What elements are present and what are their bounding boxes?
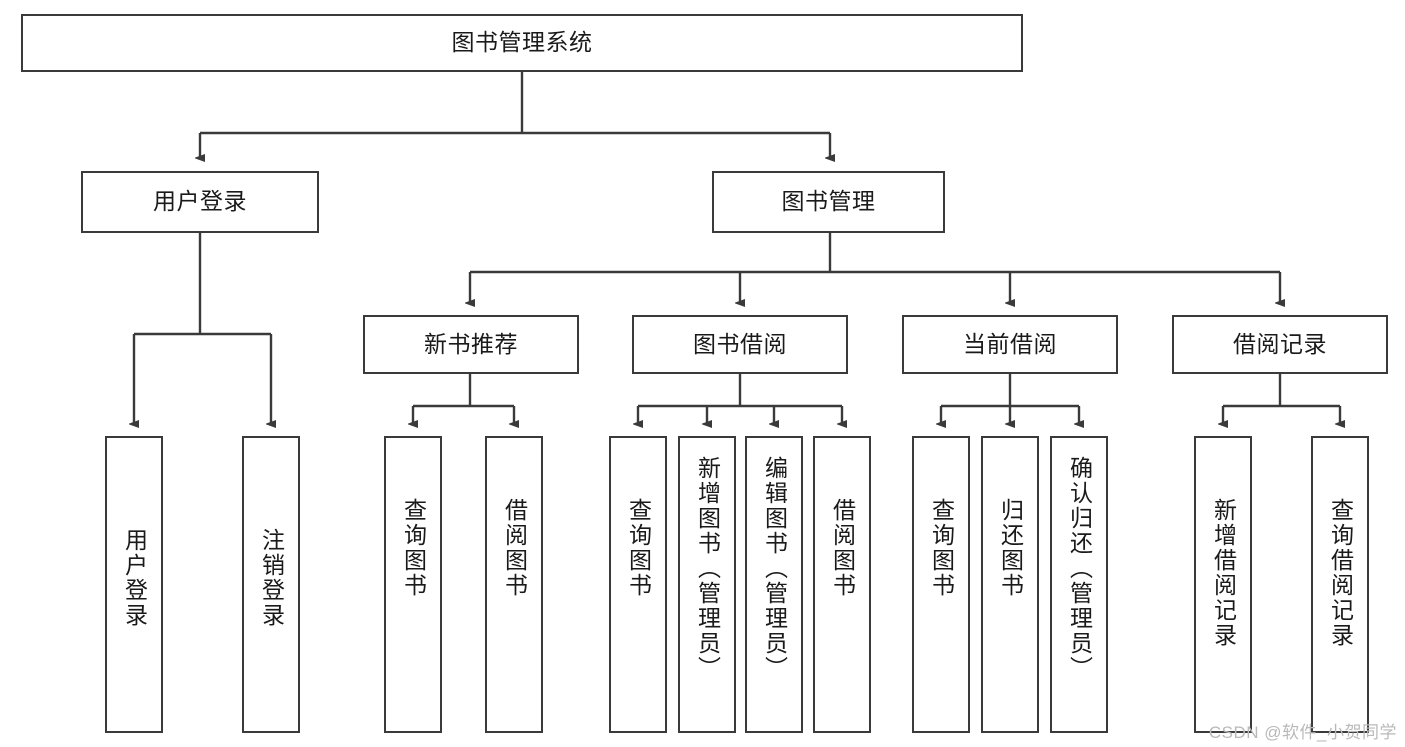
node-label: 图书管理 <box>781 188 876 215</box>
node-label: 编辑图书（管理员） <box>761 456 788 681</box>
node-label: 查询图书 <box>928 498 955 598</box>
node-borrow-records[interactable]: 借阅记录 <box>1172 315 1388 374</box>
node-book-borrowing[interactable]: 图书借阅 <box>632 315 848 374</box>
node-root-book-management-system[interactable]: 图书管理系统 <box>21 14 1023 72</box>
node-label: 借阅记录 <box>1233 330 1327 357</box>
node-label: 查询借阅记录 <box>1327 498 1354 648</box>
node-label: 新书推荐 <box>424 330 518 357</box>
node-label: 归还图书 <box>997 498 1024 598</box>
node-label: 当前借阅 <box>963 330 1057 357</box>
node-label: 用户登录 <box>153 188 247 215</box>
leaf-borrow-books[interactable]: 借阅图书 <box>813 436 871 733</box>
node-label: 注销登录 <box>258 528 285 628</box>
leaf-confirm-return-admin[interactable]: 确认归还（管理员） <box>1050 436 1108 733</box>
leaf-add-book-admin[interactable]: 新增图书（管理员） <box>678 436 736 733</box>
node-label: 图书借阅 <box>693 330 787 357</box>
leaf-add-borrow-record[interactable]: 新增借阅记录 <box>1194 436 1252 733</box>
leaf-query-books-current[interactable]: 查询图书 <box>912 436 970 733</box>
node-label: 查询图书 <box>625 498 652 598</box>
leaf-edit-book-admin[interactable]: 编辑图书（管理员） <box>745 436 803 733</box>
leaf-query-books-newbook[interactable]: 查询图书 <box>384 436 442 733</box>
node-label: 借阅图书 <box>829 498 856 598</box>
leaf-borrow-books-newbook[interactable]: 借阅图书 <box>485 436 543 733</box>
node-new-book-recommendation[interactable]: 新书推荐 <box>363 315 579 374</box>
node-label: 用户登录 <box>121 528 148 628</box>
leaf-return-books[interactable]: 归还图书 <box>981 436 1039 733</box>
leaf-query-books-borrow[interactable]: 查询图书 <box>609 436 667 733</box>
node-label: 新增图书（管理员） <box>694 456 721 681</box>
node-label: 确认归还（管理员） <box>1066 456 1093 681</box>
node-book-management[interactable]: 图书管理 <box>712 171 945 233</box>
watermark-text: CSDN @软件_小贺同学 <box>1208 723 1397 742</box>
node-label: 借阅图书 <box>501 498 528 598</box>
leaf-logout[interactable]: 注销登录 <box>242 436 300 733</box>
node-user-login[interactable]: 用户登录 <box>81 171 319 233</box>
leaf-query-borrow-record[interactable]: 查询借阅记录 <box>1311 436 1369 733</box>
node-label: 新增借阅记录 <box>1210 498 1237 648</box>
leaf-user-login[interactable]: 用户登录 <box>105 436 163 733</box>
node-current-borrowing[interactable]: 当前借阅 <box>902 315 1118 374</box>
node-label: 查询图书 <box>400 498 427 598</box>
node-label: 图书管理系统 <box>451 29 593 56</box>
